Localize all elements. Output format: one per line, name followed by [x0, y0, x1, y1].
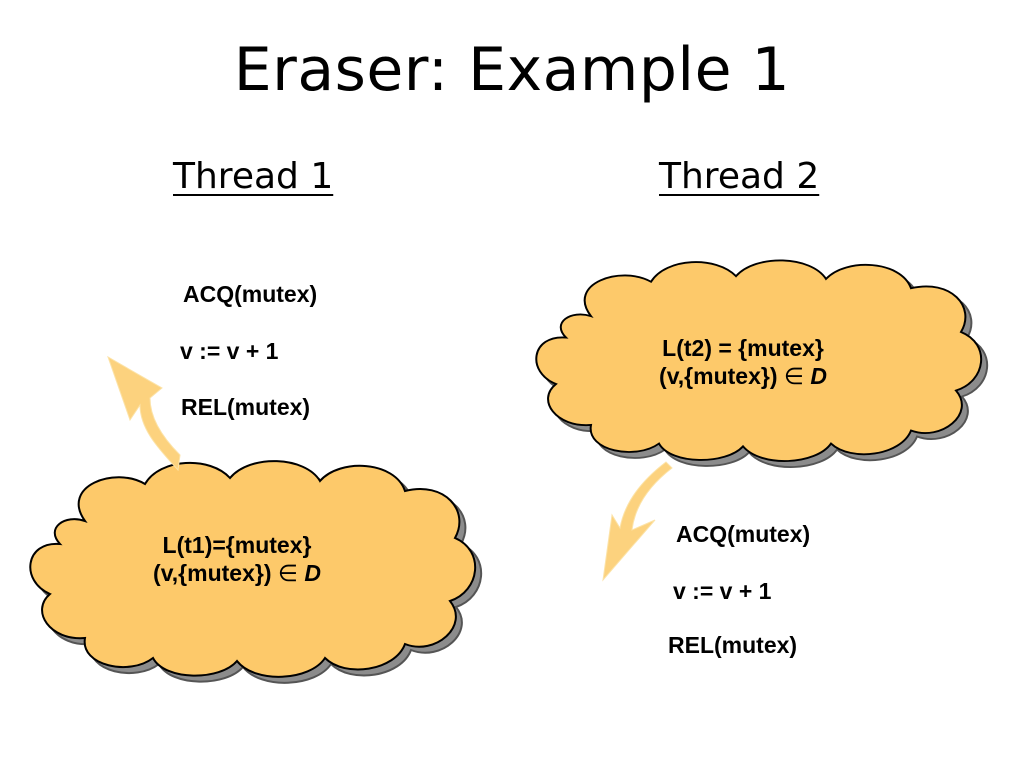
cloud-2-text: L(t2) = {mutex} (v,{mutex}) ∈ D	[588, 334, 898, 390]
thread-2-increment-line: v := v + 1	[673, 578, 772, 604]
thread-2-acquire-line: ACQ(mutex)	[676, 521, 811, 547]
slide-title: Eraser: Example 1	[233, 35, 791, 105]
cloud-1-text: L(t1)={mutex} (v,{mutex}) ∈ D	[87, 531, 387, 587]
curved-arrow-up-icon	[107, 355, 181, 472]
curved-arrow-down-icon	[602, 461, 673, 582]
thread-1-heading: Thread 1	[173, 156, 334, 197]
cloud-1-membership-line: (v,{mutex}) ∈ D	[87, 559, 387, 587]
set-d-label: D	[810, 363, 827, 389]
element-of-symbol: ∈	[277, 560, 298, 586]
thread-2-release-line: REL(mutex)	[668, 632, 798, 658]
cloud-1-pair: (v,{mutex})	[153, 560, 278, 586]
thread-1-acquire-line: ACQ(mutex)	[183, 281, 318, 307]
thread-1-increment-line: v := v + 1	[180, 338, 279, 364]
set-d-label: D	[304, 560, 321, 586]
cloud-2-pair: (v,{mutex})	[659, 363, 784, 389]
thread-1-release-line: REL(mutex)	[181, 394, 311, 420]
cloud-1-lockset-line: L(t1)={mutex}	[162, 532, 312, 558]
cloud-2-lockset-line: L(t2) = {mutex}	[662, 335, 824, 361]
thread-2-heading: Thread 2	[659, 156, 820, 197]
element-of-symbol: ∈	[783, 363, 804, 389]
cloud-2-membership-line: (v,{mutex}) ∈ D	[588, 362, 898, 390]
